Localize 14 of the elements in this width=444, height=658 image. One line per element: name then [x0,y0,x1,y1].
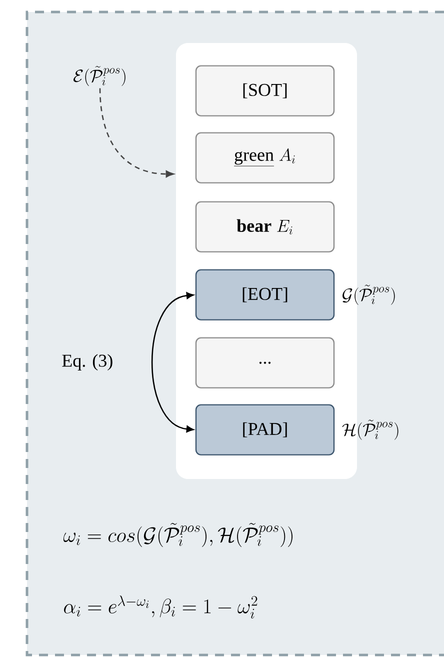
token-box: ... [195,337,335,388]
equation: $\alpha_i = e^{\lambda - \omega_i}, \beta_i = 1 - \omega_i^2$ [64,596,258,618]
token-box: [PAD] [195,404,335,456]
token-box: [EOT] [195,269,335,320]
embedding-label: $\mathcal{H}(\tilde{\mathcal{P}}_i^{pos})$ [342,420,398,440]
arrow [151,292,194,432]
edge-label: Eq. (3) [60,352,116,372]
arrow [99,88,174,178]
token-box: $\underline{\mathrm{green}}\;A_i$ [195,132,335,184]
embedding-label: $\mathcal{G}(\tilde{\mathcal{P}}_i^{pos})$ [342,284,395,305]
equation: $\omega_i = cos(\mathcal{G}(\tilde{\mathcal{P}}_i^{pos}), \mathcal{H}(\tilde{\mathcal{P}}_i^{pos}))$ [63,523,292,548]
embedding-label: $\mathcal{E}(\tilde{\mathcal{P}}_i^{pos})$ [74,66,126,86]
token-box: $\mathbf{bear}\;E_i$ [195,201,335,252]
token-box: [SOT] [195,65,335,116]
